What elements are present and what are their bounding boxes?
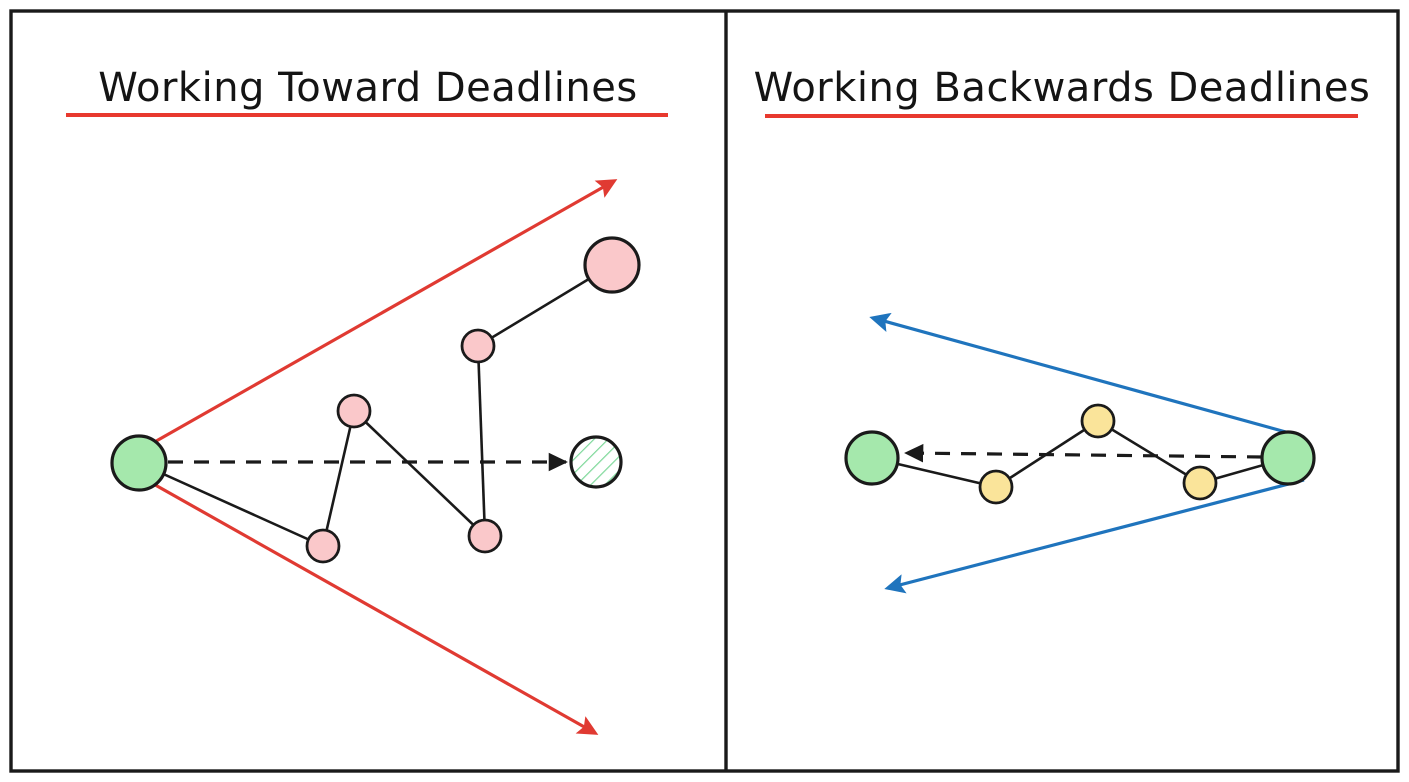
task-node-2[interactable] <box>1080 403 1116 439</box>
task-path-left <box>138 263 613 548</box>
start-node[interactable] <box>844 430 900 486</box>
task-node-2[interactable] <box>336 393 372 429</box>
convergence-arrow-lower <box>884 478 1305 594</box>
deadline-node[interactable] <box>569 435 623 489</box>
path-segment <box>138 461 324 548</box>
task-node-1[interactable] <box>978 469 1014 505</box>
deadline-node[interactable] <box>1260 430 1316 486</box>
convergence-arrow-upper <box>869 312 1305 439</box>
milestone-node[interactable] <box>583 236 641 294</box>
task-node-4[interactable] <box>460 328 496 364</box>
task-node-3[interactable] <box>1182 465 1218 501</box>
path-segment <box>353 410 486 537</box>
path-segment <box>476 345 487 537</box>
path-segment <box>1097 419 1201 485</box>
task-node-3[interactable] <box>467 518 503 554</box>
path-segment <box>995 419 1099 489</box>
task-node-1[interactable] <box>305 528 341 564</box>
panel-right: Working Backwards Deadlines <box>754 65 1371 594</box>
path-segment <box>321 410 356 547</box>
baseline-arrow <box>904 443 1263 463</box>
panel-left: Working Toward Deadlines <box>66 65 668 735</box>
outer-frame <box>9 9 1400 773</box>
divergence-arrow-lower <box>149 480 599 735</box>
start-node[interactable] <box>110 434 168 492</box>
panel-left-title: Working Toward Deadlines <box>98 65 637 111</box>
divergence-arrow-upper <box>150 179 618 446</box>
panel-right-title: Working Backwards Deadlines <box>754 65 1371 111</box>
